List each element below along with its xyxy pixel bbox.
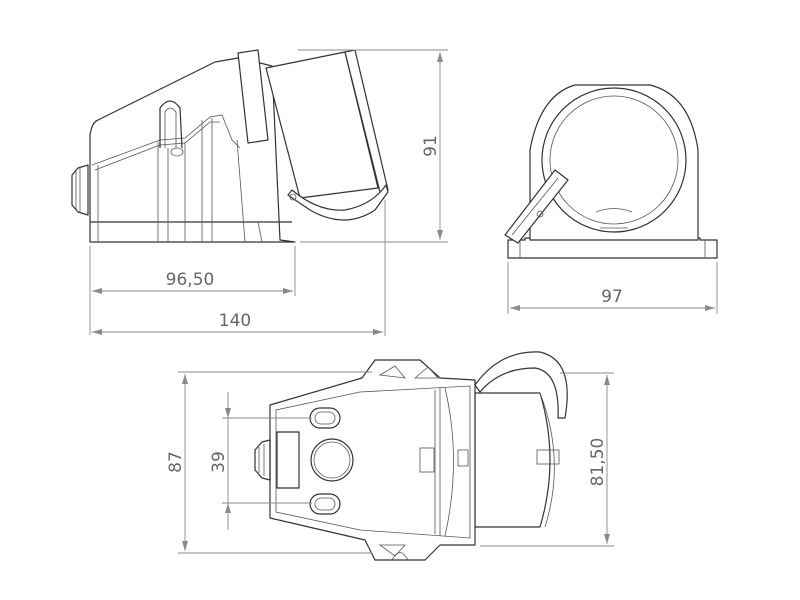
dimension-label-top-width: 87 — [166, 451, 186, 473]
mounting-slot-bottom — [309, 493, 341, 515]
socket-cylinder — [265, 51, 379, 199]
dimension-96-50: 96,50 — [89, 246, 296, 335]
dimension-label-height: 91 — [421, 135, 441, 157]
dimension-label-base-length: 96,50 — [166, 270, 215, 290]
dimension-91: 91 — [298, 49, 448, 243]
dimension-label-front-width: 97 — [601, 287, 623, 307]
dimension-label-socket-width: 81,50 — [588, 438, 608, 487]
housing-frame — [269, 359, 476, 561]
dimension-81-50: 81,50 — [480, 372, 614, 547]
hinged-cap — [287, 184, 389, 221]
side-view — [71, 49, 389, 243]
front-view — [504, 84, 718, 259]
cable-gland-top — [254, 439, 271, 481]
socket-cylinder-top — [474, 392, 551, 528]
socket-face — [541, 87, 687, 233]
housing-body — [89, 57, 296, 243]
dimension-label-total-length: 140 — [219, 311, 251, 331]
latch-loop — [159, 100, 183, 149]
dimension-39: 39 — [209, 392, 312, 530]
dimension-140: 140 — [92, 200, 386, 336]
hinged-cap-top — [474, 351, 568, 419]
mounting-slot-top — [309, 407, 341, 429]
collar — [237, 49, 269, 144]
center-hole — [310, 438, 354, 482]
mount-base — [507, 237, 718, 259]
cable-gland — [71, 164, 89, 216]
dimension-97: 97 — [507, 262, 718, 314]
top-view — [254, 351, 568, 561]
cable-latch-top — [276, 431, 300, 489]
dimension-87: 87 — [166, 371, 372, 554]
dimension-label-hole-spacing: 39 — [209, 451, 229, 473]
